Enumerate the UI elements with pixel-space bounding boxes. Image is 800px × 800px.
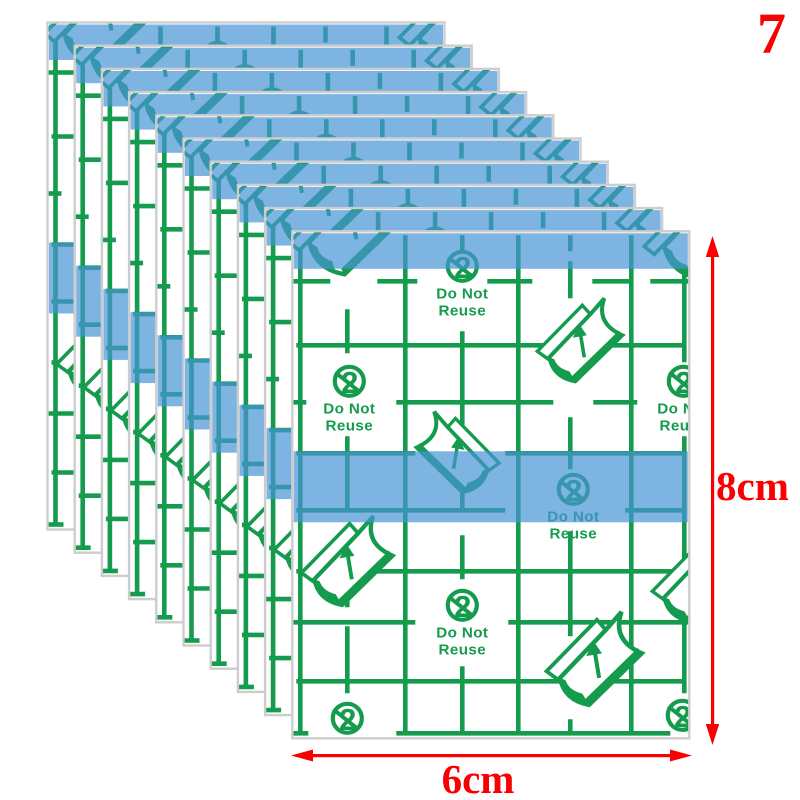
svg-text:6cm: 6cm [442,756,515,800]
svg-text:7: 7 [757,1,786,66]
svg-text:8cm: 8cm [716,463,789,509]
